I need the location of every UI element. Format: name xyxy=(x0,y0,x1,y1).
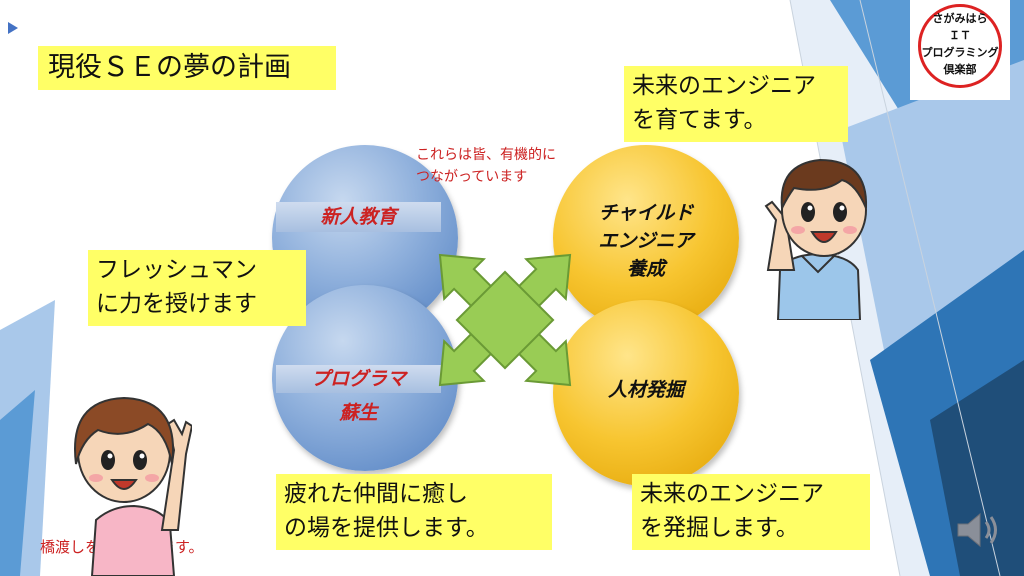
connection-note-line1: これらは皆、有機的に xyxy=(416,147,556,163)
circle-talent-discovery xyxy=(553,300,739,486)
girl-illustration xyxy=(74,396,192,576)
child-engineer-line3: 養成 xyxy=(626,258,665,280)
four-way-arrow xyxy=(438,253,572,387)
callout-future-dig-line1: 未来のエンジニア xyxy=(640,481,824,507)
logo-line1: さがみはら xyxy=(932,12,988,25)
callout-future-dig-line2: を発掘します。 xyxy=(640,515,799,541)
child-engineer-line2: エンジニア xyxy=(598,230,694,252)
new-staff-label-bar xyxy=(276,202,441,232)
logo-line3: プログラミング xyxy=(921,46,999,59)
callout-healing-line2: の場を提供します。 xyxy=(284,515,489,541)
logo-line2: ＩＴ xyxy=(949,29,971,42)
programmer-label-line2: 蘇生 xyxy=(339,402,378,424)
talent-discovery-label: 人材発掘 xyxy=(607,379,684,401)
callout-future-raise-line2: を育てます。 xyxy=(632,107,767,133)
programmer-label-bar xyxy=(276,365,441,393)
logo-line4: 倶楽部 xyxy=(943,63,977,76)
callout-future-raise-line1: 未来のエンジニア xyxy=(632,73,816,99)
new-staff-label: 新人教育 xyxy=(320,206,397,228)
speaker-icon[interactable] xyxy=(954,508,1004,552)
connection-note-line2: つながっています xyxy=(416,169,528,185)
callout-freshman: フレッシュマン に力を授けます xyxy=(88,250,306,326)
club-logo: さがみはら ＩＴ プログラミング 倶楽部 xyxy=(910,0,1010,100)
child-engineer-line1: チャイルド xyxy=(598,202,694,224)
boy-illustration xyxy=(764,158,868,320)
callout-freshman-line1: フレッシュマン xyxy=(96,257,257,283)
callout-healing: 疲れた仲間に癒し の場を提供します。 xyxy=(276,474,552,550)
club-logo-circle xyxy=(918,4,1002,88)
callout-future-dig: 未来のエンジニア を発掘します。 xyxy=(632,474,870,550)
callout-freshman-line2: に力を授けます xyxy=(96,291,257,317)
callout-healing-line1: 疲れた仲間に癒し xyxy=(284,481,468,507)
callout-future-raise: 未来のエンジニア を育てます。 xyxy=(624,66,848,142)
programmer-label-line1: プログラマ xyxy=(310,368,406,390)
slide-title: 現役ＳＥの夢の計画 xyxy=(38,46,336,90)
